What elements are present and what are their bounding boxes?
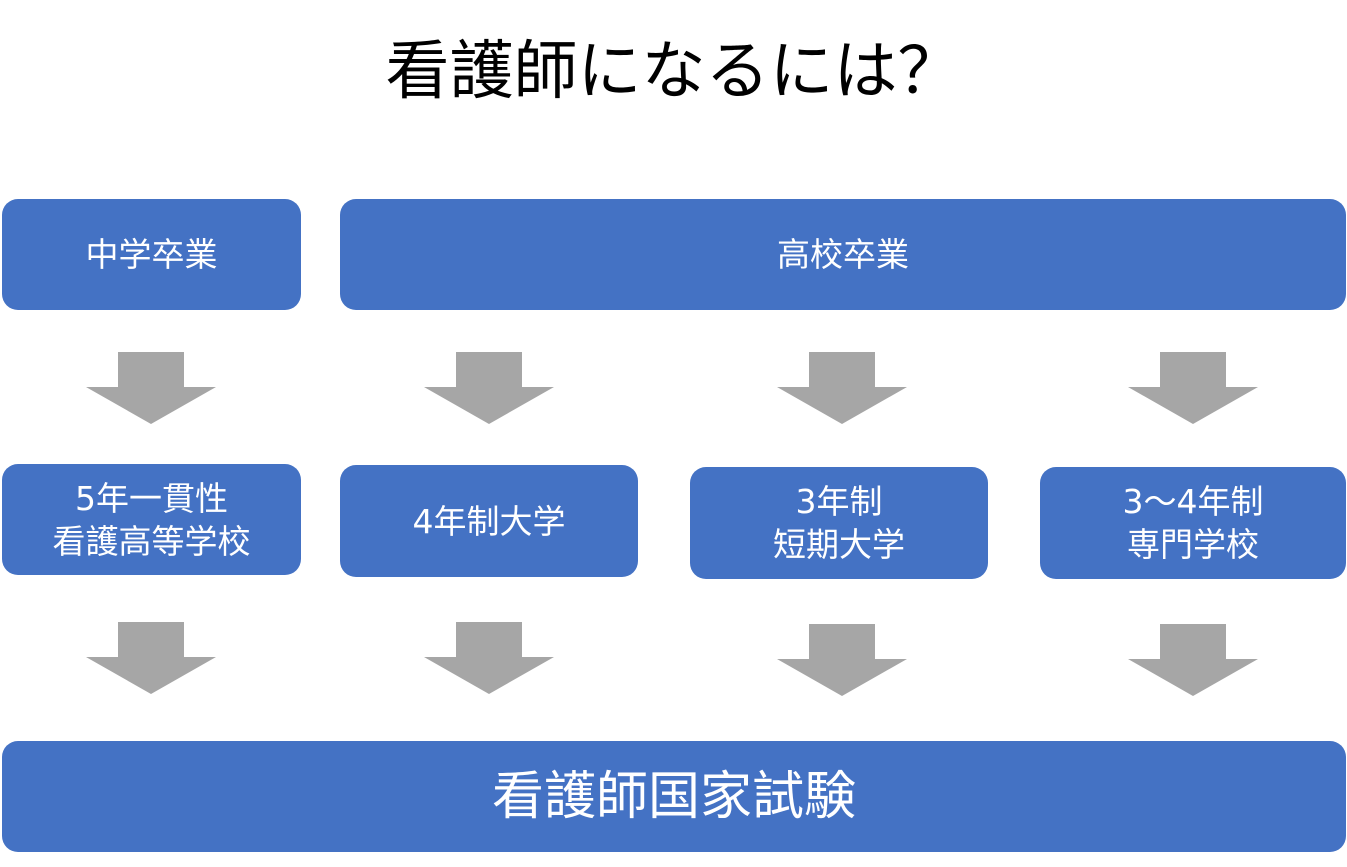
node-label-line-1: 3年制	[795, 482, 883, 521]
node-national-nursing-exam: 看護師国家試験	[2, 741, 1346, 852]
down-arrow-icon	[424, 352, 554, 426]
node-four-year-university: 4年制大学	[340, 465, 638, 577]
down-arrow-icon	[1128, 352, 1258, 426]
node-label: 4年制大学	[412, 501, 566, 541]
node-label-line-2: 専門学校	[1127, 525, 1259, 564]
node-label: 中学卒業	[85, 235, 218, 274]
node-label-line-1: 5年一貫性	[75, 478, 228, 518]
node-vocational-school: 3～4年制 専門学校	[1040, 467, 1346, 579]
node-five-year-nursing-high-school: 5年一貫性 看護高等学校	[2, 464, 301, 575]
node-three-year-junior-college: 3年制 短期大学	[690, 467, 988, 579]
down-arrow-icon	[86, 622, 216, 696]
node-junior-high-graduation: 中学卒業	[2, 199, 301, 310]
node-label: 看護師国家試験	[491, 766, 856, 827]
node-label: 高校卒業	[777, 235, 909, 274]
down-arrow-icon	[777, 352, 907, 426]
page-title: 看護師になるには？	[385, 35, 962, 109]
down-arrow-icon	[777, 624, 907, 698]
down-arrow-icon	[424, 622, 554, 696]
down-arrow-icon	[1128, 624, 1258, 698]
down-arrow-icon	[86, 352, 216, 426]
node-label-line-2: 看護高等学校	[52, 521, 251, 561]
node-high-school-graduation: 高校卒業	[340, 199, 1346, 310]
node-label-line-1: 3～4年制	[1122, 482, 1264, 521]
node-label-line-2: 短期大学	[773, 525, 905, 564]
